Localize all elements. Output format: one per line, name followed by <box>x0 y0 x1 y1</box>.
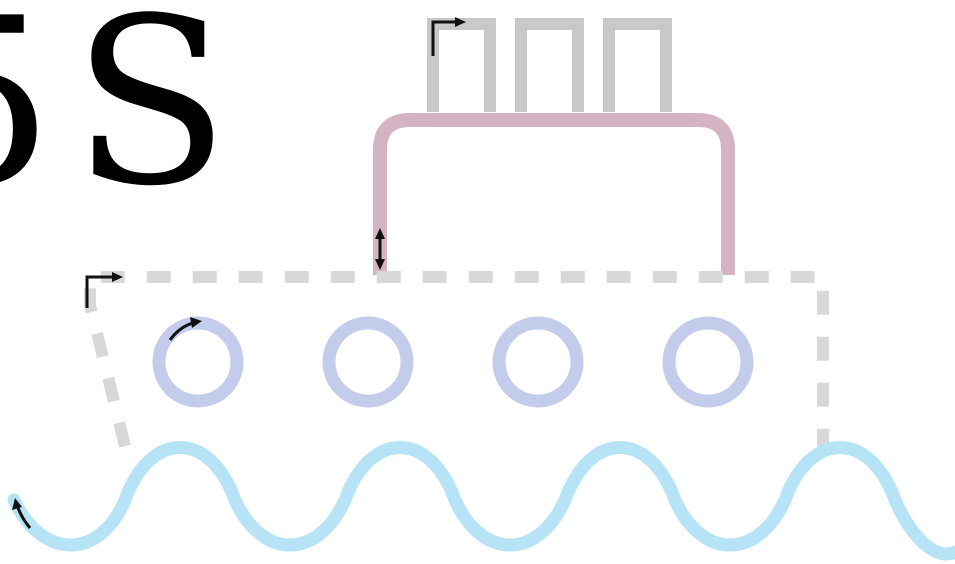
wave-marker-arrowhead <box>12 498 22 510</box>
porthole-group <box>152 316 754 408</box>
funnel-marker-arrowhead <box>455 17 466 27</box>
funnel-stroke-group <box>427 18 672 112</box>
hull-marker-arrow <box>85 275 118 308</box>
porthole-circle <box>492 316 584 408</box>
cabin-marker-arrowhead-down <box>375 259 385 270</box>
cabin-marker-arrowhead-up <box>375 228 385 239</box>
porthole-circle <box>152 316 244 408</box>
cropped-digit-glyph: 5 <box>0 0 54 237</box>
hull-marker-arrowhead <box>112 272 123 282</box>
funnel-marker-arrow <box>431 20 462 56</box>
porthole-marker-arrowhead <box>190 317 202 328</box>
letter-s-glyph: S <box>72 0 230 237</box>
cabin-stroke <box>373 113 735 275</box>
porthole-circle <box>662 316 754 408</box>
wave-stroke <box>7 441 955 561</box>
stroke-start-markers <box>12 17 466 529</box>
porthole-circle <box>322 316 414 408</box>
hull-dashed-outline <box>84 271 829 448</box>
